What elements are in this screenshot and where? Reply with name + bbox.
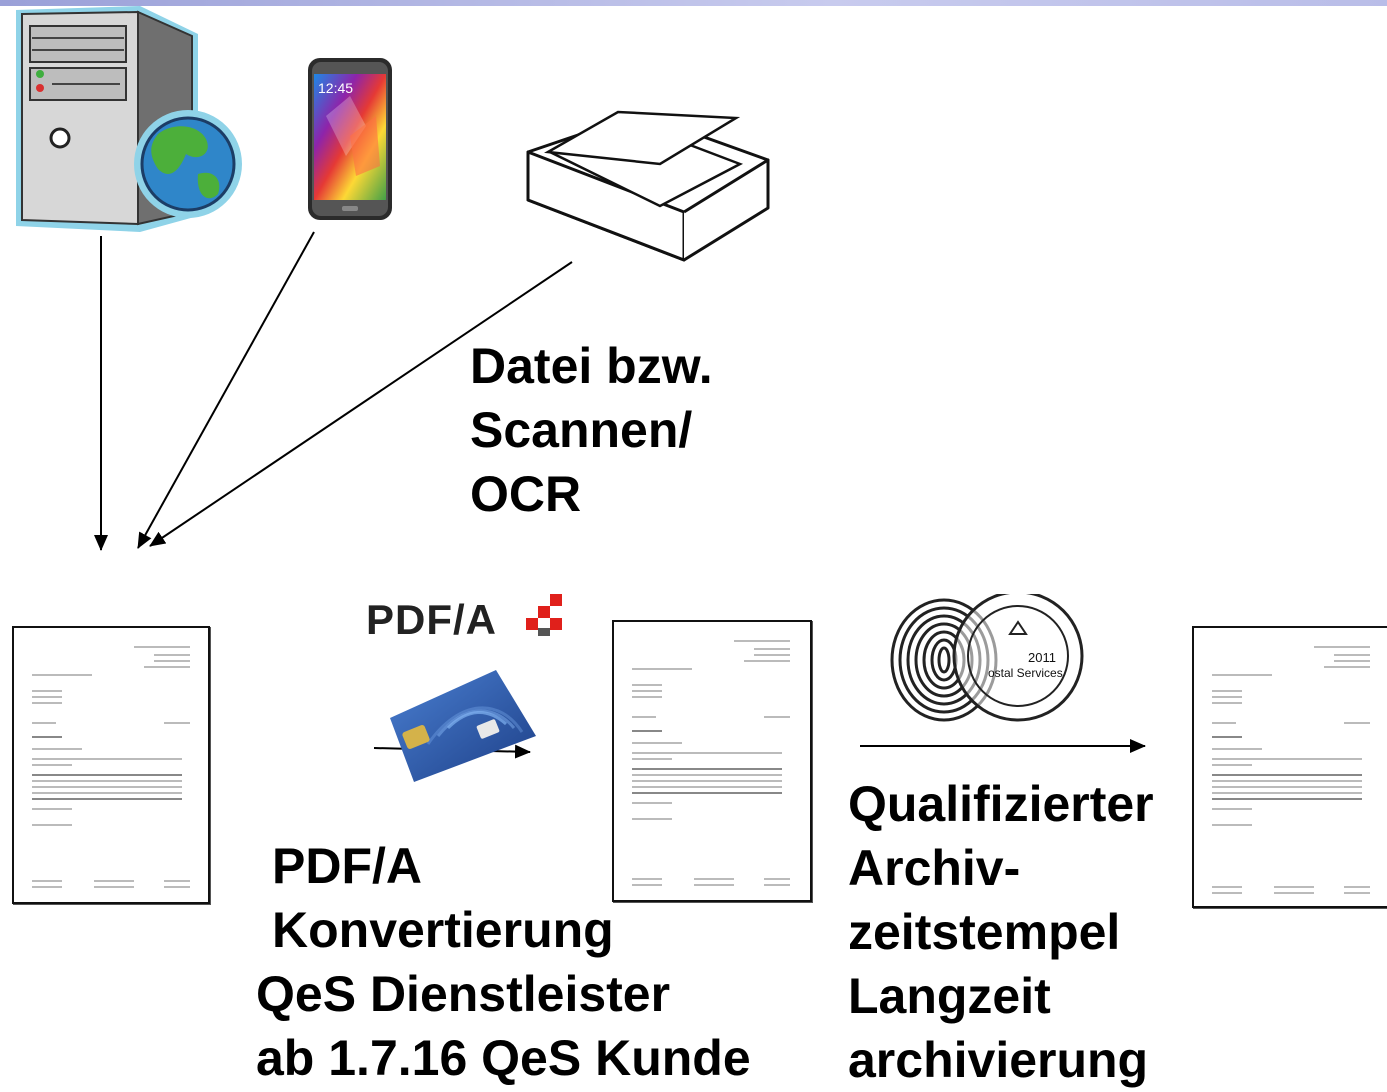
stamp-text: ostal Services: [988, 666, 1063, 680]
archive-caption-line-3: zeitstempel: [848, 904, 1121, 960]
conversion-caption-line-3: QeS Dienstleister: [256, 966, 671, 1022]
server-globe-icon: [16, 6, 242, 232]
chip-card-icon: [390, 670, 536, 782]
conversion-caption-line-2: Konvertierung: [272, 902, 614, 958]
source-caption-line-1: Datei bzw.: [470, 338, 713, 394]
source-caption-line-2: Scannen/: [470, 402, 693, 458]
phone-clock: 12:45: [318, 80, 354, 96]
document-pdfa-signed: [612, 620, 812, 902]
source-caption-line-3: OCR: [470, 466, 582, 522]
smartphone-icon: [308, 58, 392, 220]
scanner-icon: [526, 110, 770, 262]
archive-caption-line-1: Qualifizierter: [848, 776, 1154, 832]
archive-caption-line-5: archivierung: [848, 1032, 1149, 1088]
arrow-phone-to-doc: [137, 231, 315, 549]
document-archived: [1192, 626, 1387, 908]
top-accent-bar: [0, 0, 1387, 6]
document-invoice-input: [12, 626, 210, 904]
fingerprint-timestamp-icon: [890, 594, 1084, 722]
conversion-caption-line-4: ab 1.7.16 QeS Kunde: [256, 1030, 751, 1086]
pdfa-logo-icon: [526, 594, 562, 636]
stamp-year: 2011: [1028, 650, 1056, 665]
arrow-scanner-to-doc: [149, 261, 573, 547]
archive-caption-line-4: Langzeit: [848, 968, 1051, 1024]
conversion-caption-line-1: PDF/A: [272, 838, 422, 894]
archive-caption-line-2: Archiv-: [848, 840, 1021, 896]
pdfa-logo-text: PDF/A: [366, 596, 497, 643]
